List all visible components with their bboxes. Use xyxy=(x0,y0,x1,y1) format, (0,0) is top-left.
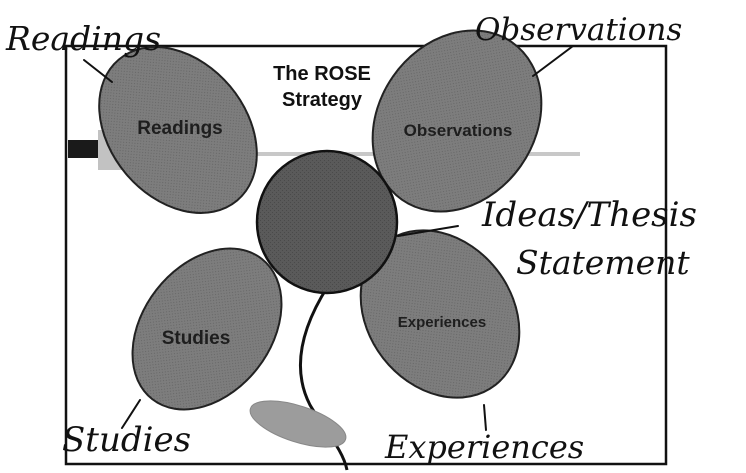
petal-experiences-label: Experiences xyxy=(398,314,486,331)
annotation-readings: Readings xyxy=(5,19,161,58)
connector-ideas xyxy=(397,225,459,237)
flower-center xyxy=(255,149,399,295)
flower-leaf xyxy=(249,400,347,448)
slide-title-line1: The ROSE xyxy=(273,63,371,85)
petal-experiences: Experiences xyxy=(359,229,521,399)
annotation-connectors xyxy=(83,45,574,431)
annotation-experiences: Experiences xyxy=(384,428,584,466)
annotation-observations: Observations xyxy=(475,12,682,48)
annotation-studies: Studies xyxy=(62,420,191,460)
petal-studies: Studies xyxy=(131,247,283,411)
petal-readings-label-line2: Readings xyxy=(137,118,223,139)
connector-studies xyxy=(121,399,141,429)
petal-readings: Readings xyxy=(98,46,258,214)
connector-experiences xyxy=(483,404,487,431)
petal-observations: Observations xyxy=(371,29,543,213)
slide-title-line2: Strategy xyxy=(282,89,363,111)
annotation-ideas-line1: Ideas/Thesis xyxy=(481,195,697,235)
connector-observations xyxy=(532,45,574,77)
annotation-ideas-line2: Statement xyxy=(516,243,690,282)
flower-stem xyxy=(298,285,349,471)
connector-readings xyxy=(83,59,113,83)
petal-studies-label: Studies xyxy=(162,328,231,349)
petal-observations-label-line2: Observations xyxy=(404,121,513,140)
